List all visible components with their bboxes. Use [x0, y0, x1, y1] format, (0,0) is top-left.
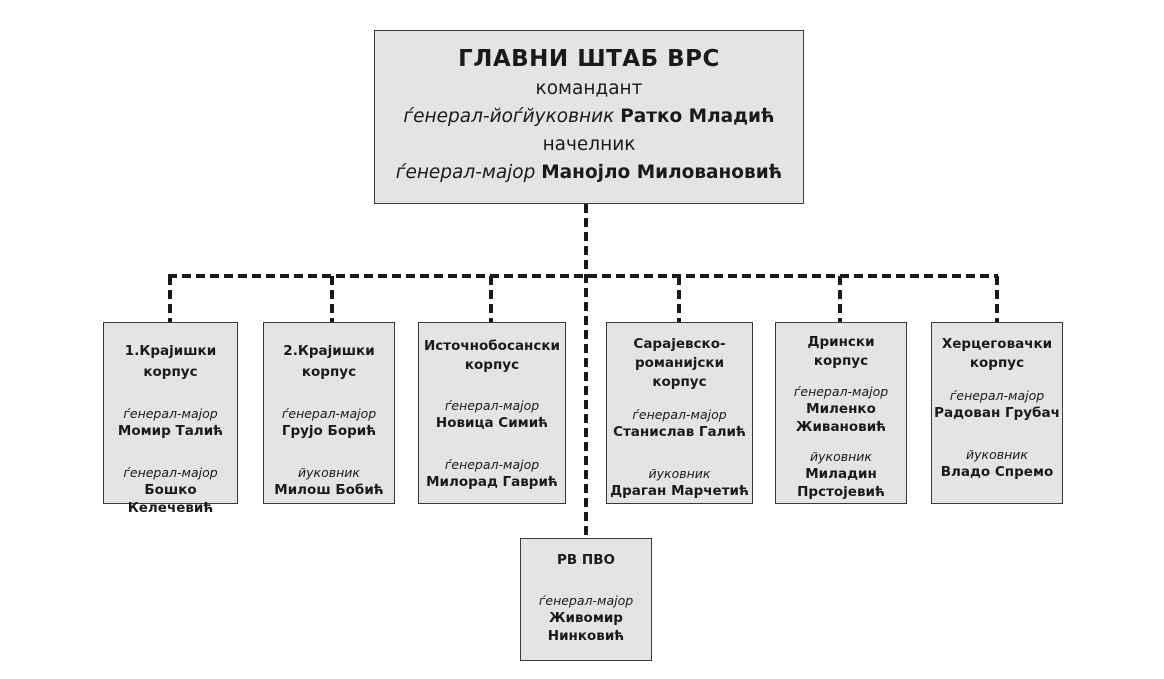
unit-name-line: корпус	[813, 353, 869, 369]
officer-name: Грујо Борић	[281, 423, 377, 439]
chief-rank: ѓенерал-мајор	[395, 162, 536, 183]
unit-name-line: корпус	[464, 357, 520, 373]
chief-name: Манојло Миловановић	[541, 162, 783, 183]
commander-rank: ѓенерал-йоѓйуковник	[403, 106, 615, 127]
officer-name: Нинковић	[547, 628, 625, 644]
commander-role: командант	[535, 78, 643, 99]
officer-rank: ѓенерал-мајор	[793, 384, 889, 399]
officer-name: Новица Симић	[435, 415, 549, 431]
officer-name: Милорад Гаврић	[426, 474, 558, 490]
officer-name: Миленко	[806, 401, 876, 417]
unit-name-line: корпус	[652, 374, 707, 390]
main-staff-title: ГЛАВНИ ШТАБ ВРС	[458, 46, 720, 72]
unit-name-line: Источнобосански	[423, 338, 561, 354]
unit-box-1st-krajina-corps: 1.Крајишки корпус ѓенерал-мајор Момир Та…	[103, 322, 238, 516]
commander-name: Ратко Младић	[620, 106, 775, 127]
officer-name: Радован Грубач	[934, 405, 1060, 421]
officer-name: Живановић	[795, 419, 887, 435]
unit-name-line: Сарајевско-	[633, 336, 726, 352]
unit-name-line: Херцеговачки	[941, 336, 1053, 352]
unit-name-line: Дрински	[807, 334, 875, 350]
officer-rank: ѓенерал-мајор	[444, 398, 540, 413]
officer-name: Станислав Галић	[613, 424, 746, 440]
officer-rank: ѓенерал-мајор	[444, 457, 540, 472]
officer-rank: йуковник	[648, 466, 711, 481]
officer-name: Миладин	[805, 466, 877, 482]
unit-name-line: романијски	[634, 355, 725, 371]
officer-name: Прстојевић	[797, 484, 885, 500]
officer-name: Момир Талић	[117, 423, 224, 439]
officer-name: Живомир	[549, 610, 623, 626]
commander-line: ѓенерал-йоѓйуковник Ратко Младић	[375, 103, 803, 131]
chief-role: начелник	[542, 134, 636, 155]
unit-name-line: РВ ПВО	[557, 552, 615, 568]
chief-line: ѓенерал-мајор Манојло Миловановић	[375, 159, 803, 187]
officer-rank: йуковник	[810, 449, 872, 464]
unit-name-line: 1.Крајишки	[124, 343, 217, 359]
officer-rank: ѓенерал-мајор	[949, 388, 1045, 403]
officer-name: Милош Бобић	[274, 482, 384, 498]
unit-box-sarajevo-romanija-corps: Сарајевско- романијски корпус ѓенерал-ма…	[606, 322, 753, 504]
officer-rank: йуковник	[966, 447, 1028, 462]
officer-name: Драган Марчетић	[610, 483, 749, 499]
officer-rank: ѓенерал-мајор	[123, 406, 218, 421]
unit-name-line: корпус	[969, 355, 1025, 371]
unit-name-line: корпус	[143, 364, 198, 380]
unit-name-line: 2.Крајишки	[283, 343, 375, 359]
officer-rank: ѓенерал-мајор	[123, 465, 218, 480]
officer-name: Владо Спремо	[940, 464, 1054, 480]
officer-rank: ѓенерал-мајор	[632, 407, 727, 422]
unit-box-2nd-krajina-corps: 2.Крајишки корпус ѓенерал-мајор Грујо Бо…	[263, 322, 395, 504]
unit-box-herzegovina-corps: Херцеговачки корпус ѓенерал-мајор Радова…	[931, 322, 1063, 504]
unit-box-east-bosnian-corps: Источнобосански корпус ѓенерал-мајор Нов…	[418, 322, 566, 504]
unit-name-line: корпус	[301, 364, 357, 380]
officer-rank: ѓенерал-мајор	[281, 406, 377, 421]
officer-name: Бошко Келечевић	[127, 482, 214, 516]
main-staff-box: ГЛАВНИ ШТАБ ВРС командант ѓенерал-йоѓйук…	[374, 30, 804, 204]
officer-rank: ѓенерал-мајор	[538, 593, 634, 608]
unit-box-air-force-air-defence: РВ ПВО ѓенерал-мајор Живомир Нинковић	[520, 538, 652, 661]
officer-rank: йуковник	[298, 465, 360, 480]
unit-box-drina-corps: Дрински корпус ѓенерал-мајор Миленко Жив…	[775, 322, 907, 504]
